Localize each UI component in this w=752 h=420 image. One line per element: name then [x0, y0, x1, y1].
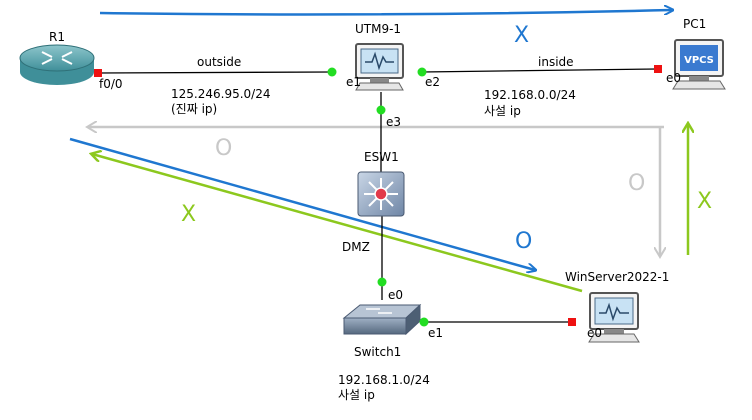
utm-e3-label: e3: [386, 115, 401, 129]
inside-subnet: 192.168.0.0/24: [484, 88, 576, 102]
pc1-name: PC1: [683, 17, 706, 31]
switch-arrows-icon: [366, 308, 392, 314]
port-switch-e1-indicator: [419, 317, 429, 327]
dmz-subnet: 192.168.1.0/24: [338, 373, 430, 387]
dmz-note: 사설 ip: [338, 388, 375, 402]
top-blue-arrow: [99, 10, 672, 16]
r1-name: R1: [49, 30, 65, 44]
winserver-name: WinServer2022-1: [565, 270, 669, 284]
switch-e1-label: e1: [428, 326, 443, 340]
mark-gray-o-left: O: [215, 136, 232, 161]
link-utm-pc1: [421, 68, 658, 73]
switch1-device[interactable]: [342, 303, 422, 336]
port-utm-e1-indicator: [327, 67, 337, 77]
port-utm-e3-indicator: [376, 105, 386, 115]
outside-label: outside: [197, 55, 241, 69]
r1-port-label: f0/0: [99, 77, 123, 91]
switch-e0-label: e0: [388, 288, 403, 302]
outside-note: (진짜 ip): [171, 102, 217, 116]
pc1-e0-label: e0: [666, 71, 681, 85]
winserver-device[interactable]: [588, 292, 640, 343]
router-arrows-icon: [41, 51, 73, 65]
inside-note: 사설 ip: [484, 104, 521, 118]
utm-e2-label: e2: [425, 75, 440, 89]
blue-diagonal-arrow: [69, 137, 535, 270]
utm-name: UTM9-1: [355, 22, 401, 36]
mark-green-x-right: X: [697, 189, 712, 214]
monitor-wave-icon: [365, 51, 394, 71]
dmz-label: DMZ: [342, 240, 370, 254]
mark-green-x-left: X: [181, 202, 196, 227]
router-r1[interactable]: [19, 44, 95, 85]
mark-top-x: X: [514, 23, 529, 48]
esw1-switch[interactable]: [357, 171, 405, 217]
utm-device[interactable]: [355, 43, 404, 91]
port-winserver-e0-indicator: [568, 318, 576, 326]
winserver-e0-label: e0: [587, 326, 602, 340]
green-diagonal-arrow: [92, 154, 583, 293]
switch1-name: Switch1: [354, 345, 401, 359]
vpcs-screen-text: VPCS: [684, 55, 714, 66]
mark-gray-o-right: O: [628, 171, 645, 196]
port-esw-down-indicator: [377, 277, 387, 287]
esw1-name: ESW1: [364, 150, 399, 164]
port-utm-e2-indicator: [417, 67, 427, 77]
port-pc1-e0-indicator: [654, 65, 662, 73]
link-r1-utm: [97, 71, 333, 74]
server-monitor-wave-icon: [599, 302, 629, 322]
mark-blue-o: O: [515, 229, 532, 254]
pc1-device[interactable]: VPCS: [672, 39, 726, 90]
port-r1-f0-indicator: [94, 69, 102, 77]
outside-subnet: 125.246.95.0/24: [171, 87, 270, 101]
utm-e1-label: e1: [346, 75, 361, 89]
inside-label: inside: [538, 55, 574, 69]
